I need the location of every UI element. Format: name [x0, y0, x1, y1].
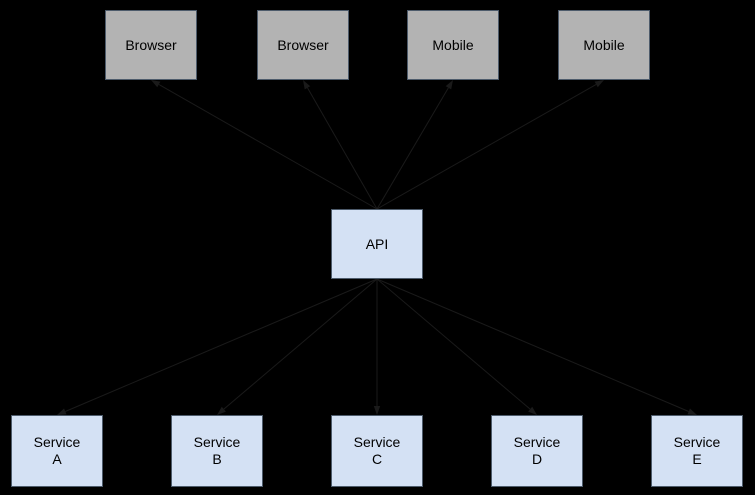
- client-node-mobile-3[interactable]: Mobile: [558, 10, 650, 80]
- service-node-4[interactable]: Service E: [651, 415, 743, 487]
- edge-api-to-service-3: [376, 278, 537, 415]
- api-node[interactable]: API: [331, 209, 423, 279]
- service-node-2[interactable]: Service C: [331, 415, 423, 487]
- edge-api-to-client-0: [151, 80, 378, 210]
- edge-api-to-service-1: [217, 278, 378, 415]
- edge-api-to-client-2: [376, 80, 453, 210]
- edge-api-to-client-3: [376, 80, 604, 210]
- client-node-mobile-2[interactable]: Mobile: [407, 10, 499, 80]
- client-node-browser-0[interactable]: Browser: [105, 10, 197, 80]
- edge-api-to-service-4: [376, 278, 697, 415]
- edge-api-to-service-0: [57, 278, 378, 415]
- service-node-3[interactable]: Service D: [491, 415, 583, 487]
- edge-api-to-service-2: [373, 279, 381, 415]
- edge-api-to-client-1: [303, 80, 378, 210]
- service-node-0[interactable]: Service A: [11, 415, 103, 487]
- client-node-browser-1[interactable]: Browser: [257, 10, 349, 80]
- service-node-1[interactable]: Service B: [171, 415, 263, 487]
